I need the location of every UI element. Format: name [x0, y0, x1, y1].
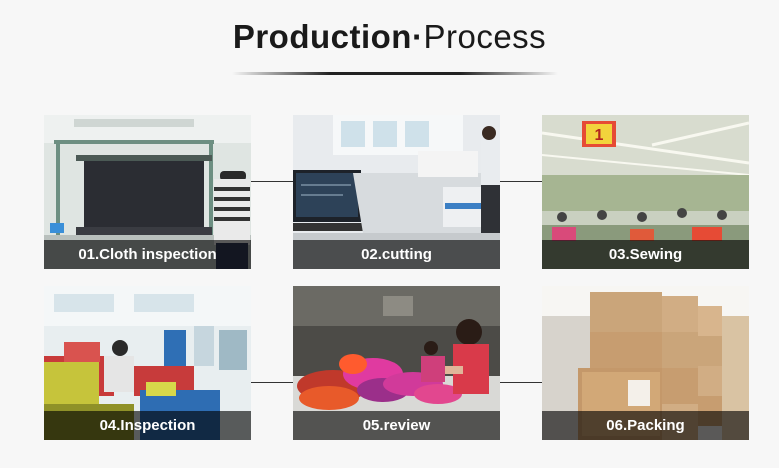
title-bold-text: Production — [232, 18, 412, 55]
step-card-packing: 06.Packing — [542, 286, 749, 440]
connector-line — [499, 181, 542, 182]
step-label: 05.review — [293, 411, 500, 440]
step-card-cutting: 02.cutting — [293, 115, 500, 269]
title-separator: · — [411, 18, 424, 55]
step-label: 01.Cloth inspection — [44, 240, 251, 269]
page-title: Production·Process — [0, 18, 779, 56]
step-label: 04.Inspection — [44, 411, 251, 440]
connector-line — [250, 382, 293, 383]
step-card-sewing: 1 03.Sewing — [542, 115, 749, 269]
title-light-text: Process — [423, 18, 547, 55]
sewing-line-number: 1 — [595, 127, 604, 144]
step-card-cloth-inspection: 01.Cloth inspection — [44, 115, 251, 269]
step-label: 02.cutting — [293, 240, 500, 269]
step-card-review: 05.review — [293, 286, 500, 440]
connector-line — [499, 382, 542, 383]
step-label: 03.Sewing — [542, 240, 749, 269]
step-label: 06.Packing — [542, 411, 749, 440]
title-underline — [232, 72, 558, 75]
connector-line — [250, 181, 293, 182]
step-card-inspection: 04.Inspection — [44, 286, 251, 440]
